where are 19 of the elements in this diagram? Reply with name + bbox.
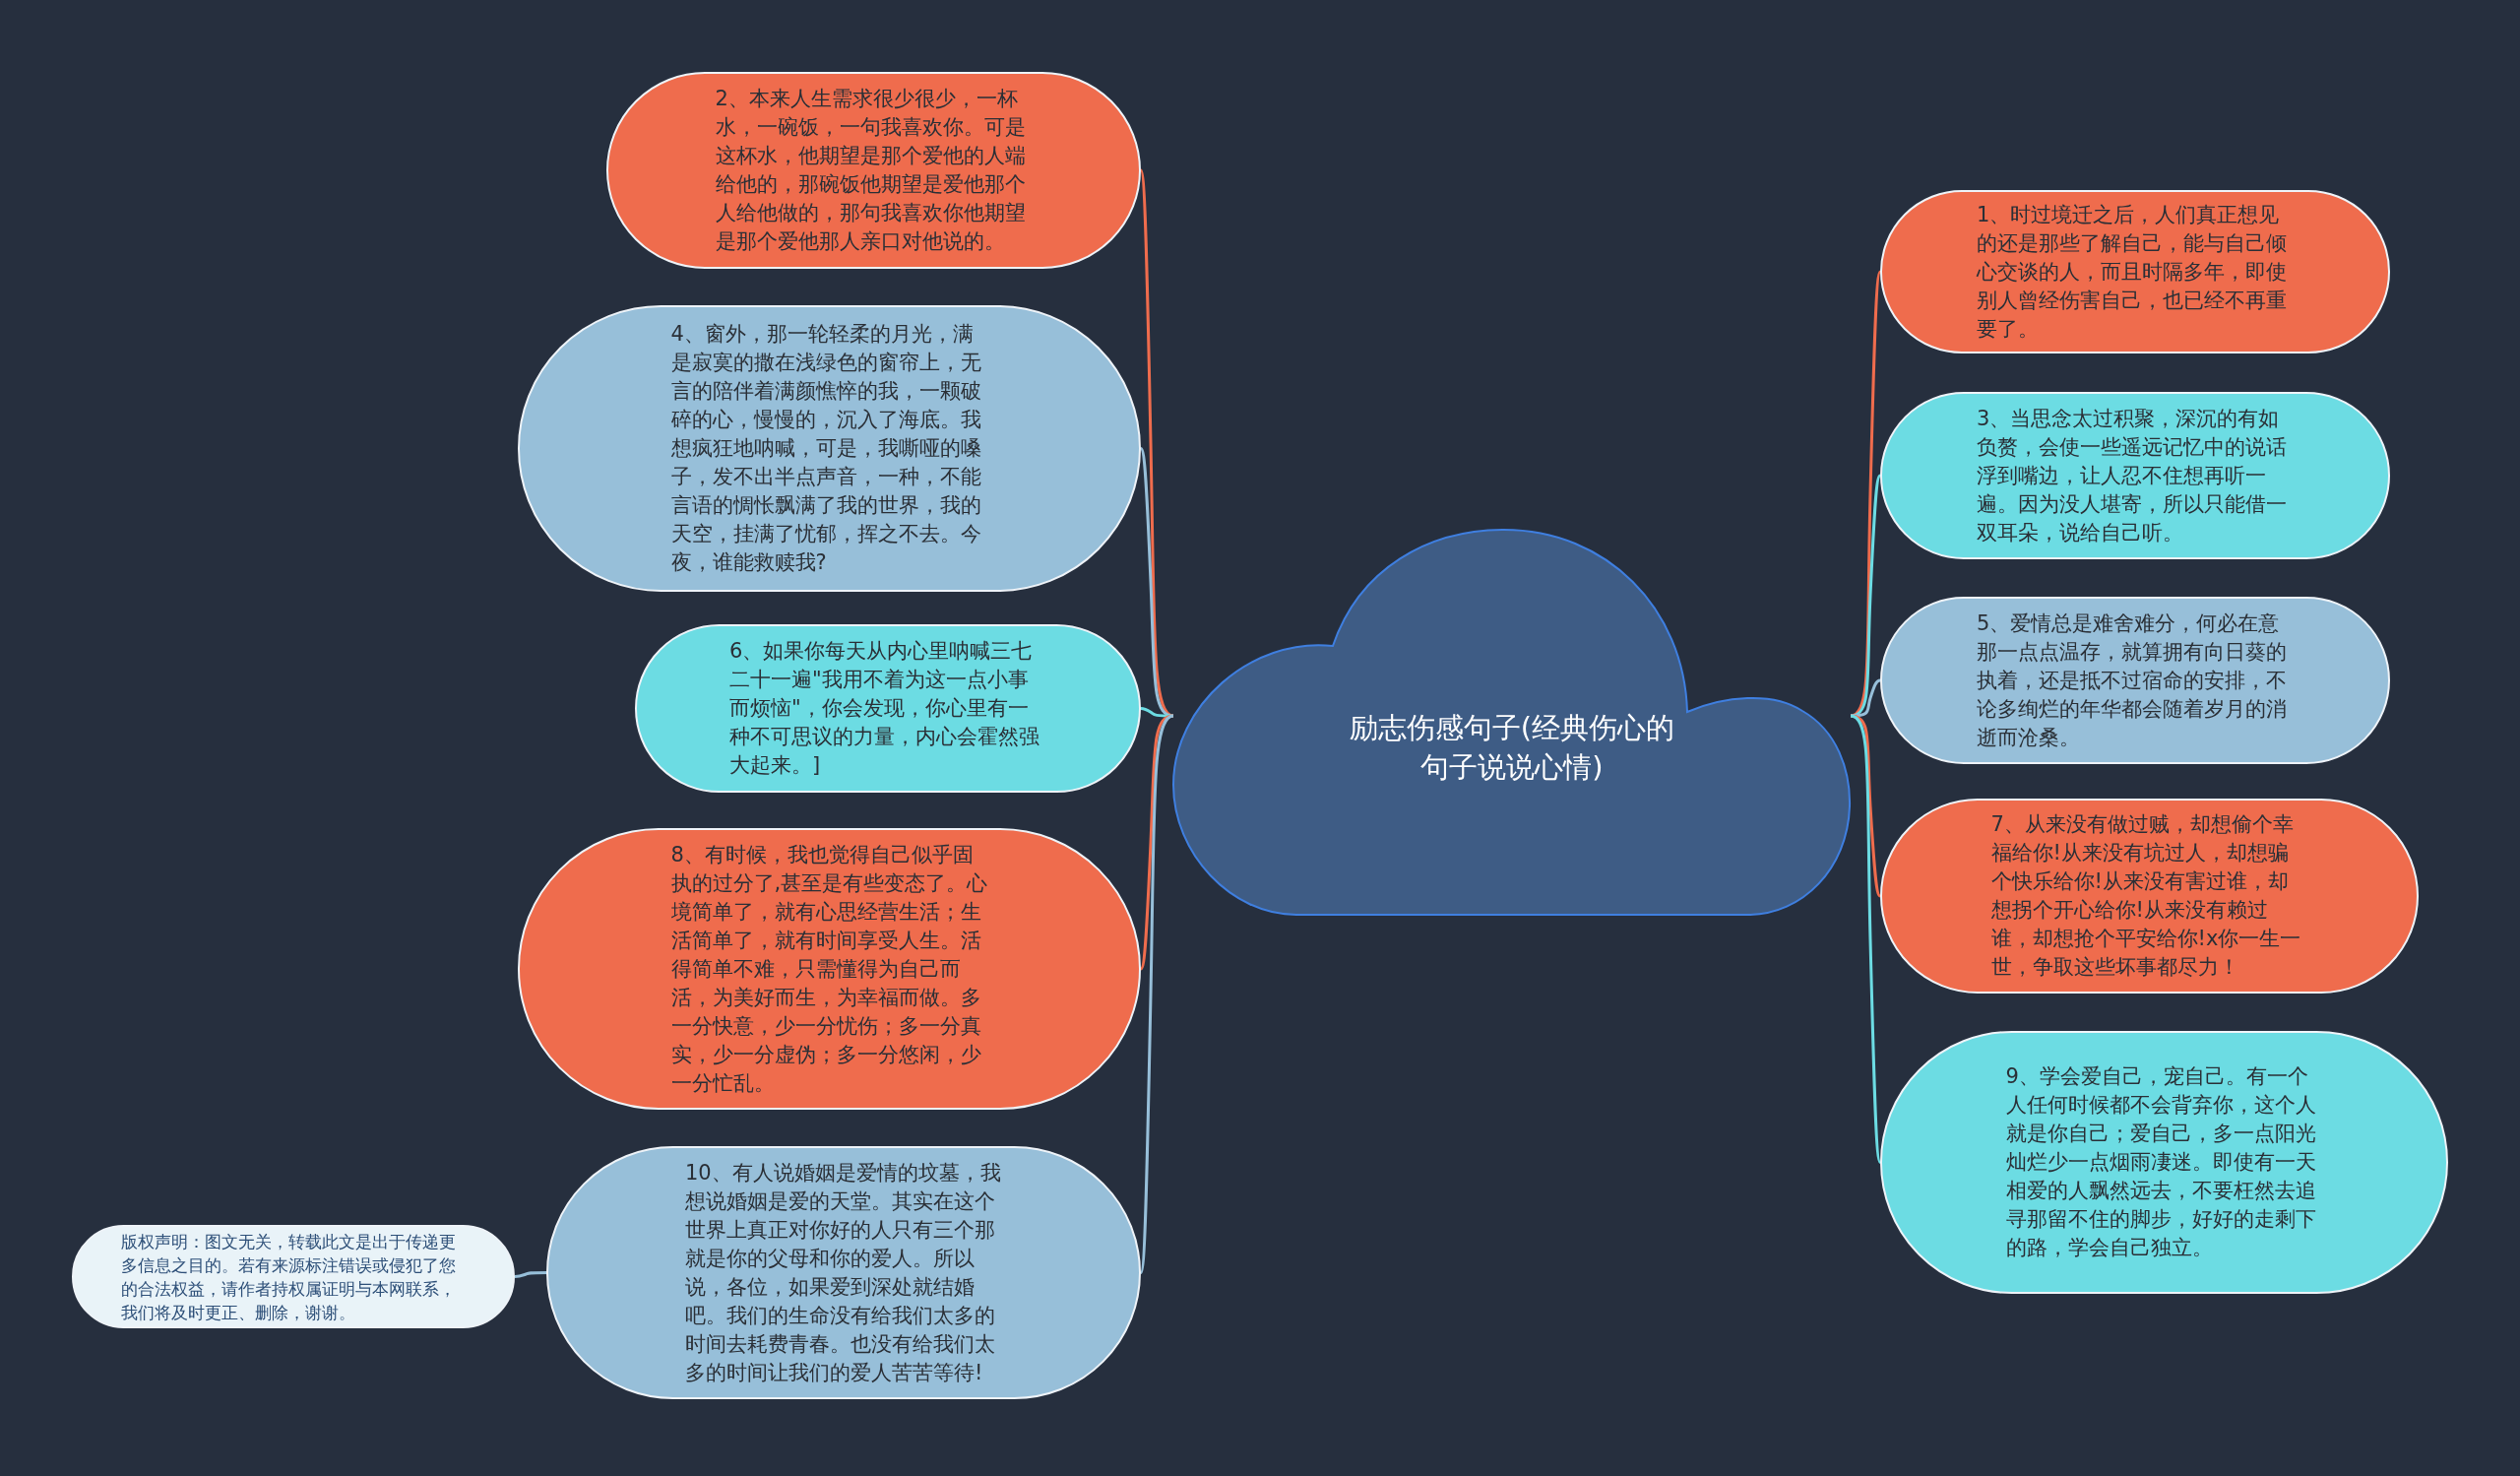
quote-text: 7、从来没有做过贼，却想偷个幸福给你!从来没有坑过人，却想骗个快乐给你!从来没有害过谁，却想拐个开心给你!从来没有赖过谁，却想抢个平安给你!x你一生一世，争取这些坏事都尽力！ <box>1990 811 2302 981</box>
quote-text: 6、如果你每天从内心里呐喊三七二十一遍"我用不着为这一点小事而烦恼"，你会发现，你心里有一种不可思议的力量，内心会霍然强大起来。] <box>729 638 1040 779</box>
connector-line <box>514 1271 547 1278</box>
quote-text: 10、有人说婚姻是爱情的坟墓，我想说婚姻是爱的天堂。其实在这个世界上真正对你好的人只有三个那就是你的父母和你的爱人。所以说，各位，如果爱到深处就结婚吧。我们的生命没有给我们太多的时间去耗费青春。也没有给我们太多的时间让我们的爱人苦苦等待! <box>685 1159 1002 1386</box>
quote-text: 2、本来人生需求很少很少，一杯水，一碗饭，一句我喜欢你。可是这杯水，他期望是那个爱他的人端给他的，那碗饭他期望是爱他那个人给他做的，那句我喜欢你他期望是那个爱他那人亲口对他说的。 <box>715 86 1027 255</box>
copyright-notice-text: 版权声明：图文无关，转载此文是出于传递更多信息之目的。若有来源标注错误或侵犯了您的合法权益，请作者持权属证明与本网联系，我们将及时更正、删除，谢谢。 <box>121 1230 457 1324</box>
quote-text: 8、有时候，我也觉得自己似乎固执的过分了,甚至是有些变态了。心境简单了，就有心思经营生活；生活简单了，就有时间享受人生。活得简单不难，只需懂得为自己而活，为美好而生，为幸福而做。多一分快意，少一分忧伤；多一分真实，少一分虚伪；多一分悠闲，少一分忙乱。 <box>670 841 988 1097</box>
connector-line <box>1139 714 1174 1273</box>
central-topic-text: 励志伤感句子(经典伤心的句子说说心情) <box>1348 709 1676 786</box>
topic-pill <box>606 72 1141 269</box>
connector-line <box>1850 714 1882 1163</box>
quote-text: 9、学会爱自己，宠自己。有一个人任何时候都不会背弃你，这个人就是你自己；爱自己，多一点阳光灿烂少一点烟雨凄迷。即使有一天相爱的人飘然远去，不要枉然去追寻那留不住的脚步，好好的走剩下的路，学会自己独立。 <box>2005 1063 2317 1261</box>
quote-text: 4、窗外，那一轮轻柔的月光，满是寂寞的撒在浅绿色的窗帘上，无言的陪伴着满颜憔悴的我，一颗破碎的心，慢慢的，沉入了海底。我想疯狂地呐喊，可是，我嘶哑的嗓子，发不出半点声音，一种，不能言语的惆怅飘满了我的世界，我的天空，挂满了忧郁，挥之不去。今夜，谁能救赎我? <box>670 321 982 576</box>
quote-text: 3、当思念太过积聚，深沉的有如负赘，会使一些遥远记忆中的说话浮到嘴边，让人忍不住想再听一遍。因为没人堪寄，所以只能借一双耳朵，说给自己听。 <box>1977 405 2288 546</box>
topic-pill <box>1880 190 2390 353</box>
connector-line <box>1850 678 1881 718</box>
connector-line <box>1140 707 1173 718</box>
quote-text: 5、爱情总是难舍难分，何必在意那一点点温存，就算拥有向日葵的执着，还是抵不过宿命的安排，不论多绚烂的年华都会随着岁月的消逝而沧桑。 <box>1977 610 2288 751</box>
quote-text: 1、时过境迁之后，人们真正想见的还是那些了解自己，能与自己倾心交谈的人，而且时隔多年，即使别人曾经伤害自己，也已经不再重要了。 <box>1977 201 2288 343</box>
